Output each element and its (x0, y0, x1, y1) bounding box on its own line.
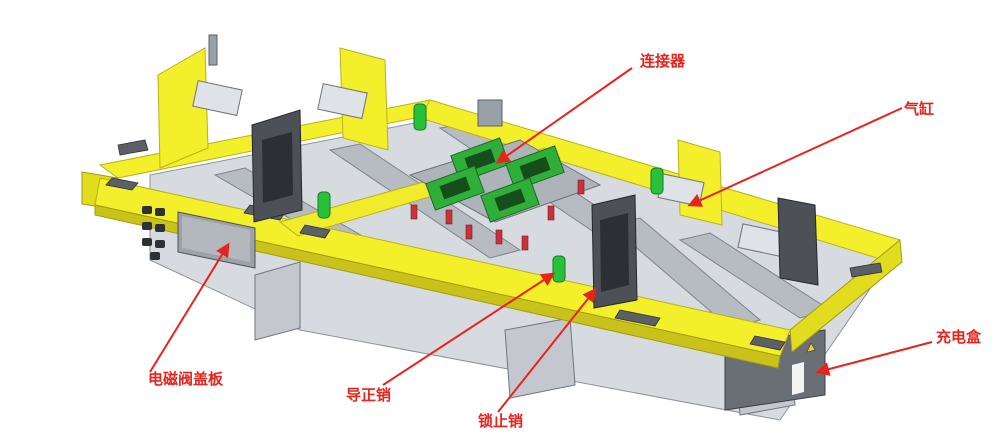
arrow-cylinder (687, 107, 903, 207)
arrow-guide-pin (382, 272, 556, 386)
label-guide-pin: 导正销 (346, 386, 392, 404)
valve-cover (177, 211, 256, 269)
arrow-lock-pin (497, 287, 597, 413)
label-connector: 连接器 (640, 52, 686, 70)
connectors (425, 137, 565, 223)
arrow-charging-box (815, 341, 933, 376)
label-cylinder: 气缸 (904, 100, 935, 118)
locking-blocks (251, 109, 819, 309)
valve-fittings (142, 206, 165, 260)
label-valve-cover: 电磁阀盖板 (148, 370, 224, 388)
frame-front-rail-side (94, 204, 781, 369)
spring-studs (410, 179, 585, 251)
arrow-connector (495, 67, 633, 164)
arrow-valve-cover (149, 242, 230, 373)
label-charging-box: 充电盒 (936, 328, 982, 346)
callout-arrows (149, 67, 933, 413)
label-lock-pin: 锁止销 (478, 412, 524, 430)
guide-pins (317, 103, 664, 283)
top-posts (208, 34, 503, 127)
